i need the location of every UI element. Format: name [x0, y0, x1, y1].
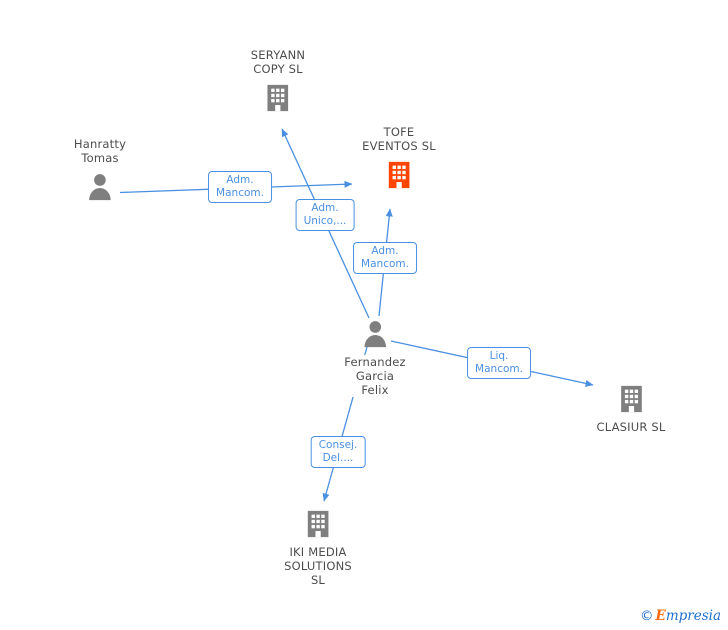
company-node-tofe-eventos-sl[interactable]: TOFE EVENTOS SL: [362, 125, 436, 190]
company-node-iki-media-solutions-sl[interactable]: IKI MEDIA SOLUTIONS SL: [284, 509, 352, 587]
edge-label-liq-mancom[interactable]: Liq. Mancom.: [467, 347, 531, 379]
edge-label-text: Adm.: [311, 202, 339, 214]
edge-label-adm-unico[interactable]: Adm. Unico,...: [295, 199, 355, 231]
person-icon: [360, 319, 390, 349]
edge-label-adm-mancom-1[interactable]: Adm. Mancom.: [208, 171, 272, 203]
company-name: TOFE EVENTOS SL: [362, 125, 436, 153]
building-icon: [263, 83, 293, 113]
building-icon: [384, 160, 414, 190]
person-node-hanratty-tomas[interactable]: Hanratty Tomas: [74, 137, 126, 202]
company-name: SERYANN COPY SL: [250, 48, 306, 76]
copyright-symbol: ©: [640, 608, 654, 624]
edge-label-text: Unico,...: [303, 215, 347, 227]
person-name: Hanratty Tomas: [73, 137, 127, 165]
edge-label-text: Mancom.: [216, 187, 264, 199]
building-icon: [616, 384, 646, 414]
empresia-logo[interactable]: ©Empresia: [640, 608, 721, 624]
company-node-clasiur-sl[interactable]: CLASIUR SL: [596, 384, 665, 434]
edge-label-text: Adm.: [226, 174, 254, 186]
company-name: IKI MEDIA SOLUTIONS SL: [284, 545, 352, 587]
person-node-fernandez-garcia-felix[interactable]: Fernandez Garcia Felix: [341, 319, 409, 397]
edge-label-text: Mancom.: [475, 363, 523, 375]
brand-initial: E: [655, 608, 666, 624]
company-name: CLASIUR SL: [596, 420, 666, 434]
edge-label-text: Liq.: [489, 350, 509, 362]
person-icon: [85, 172, 115, 202]
building-icon: [303, 509, 333, 539]
edge-label-text: Adm.: [371, 245, 399, 257]
company-node-seryann-copy-sl[interactable]: SERYANN COPY SL: [251, 48, 305, 113]
edge-label-text: Mancom.: [361, 258, 409, 270]
edge-label-consej-del[interactable]: Consej. Del....: [310, 436, 366, 468]
edge-label-text: Consej.: [318, 439, 358, 451]
brand-text: mpresia: [665, 608, 721, 624]
edge-label-text: Del....: [322, 452, 354, 464]
person-name: Fernandez Garcia Felix: [341, 355, 409, 397]
edge-label-adm-mancom-2[interactable]: Adm. Mancom.: [353, 242, 417, 274]
